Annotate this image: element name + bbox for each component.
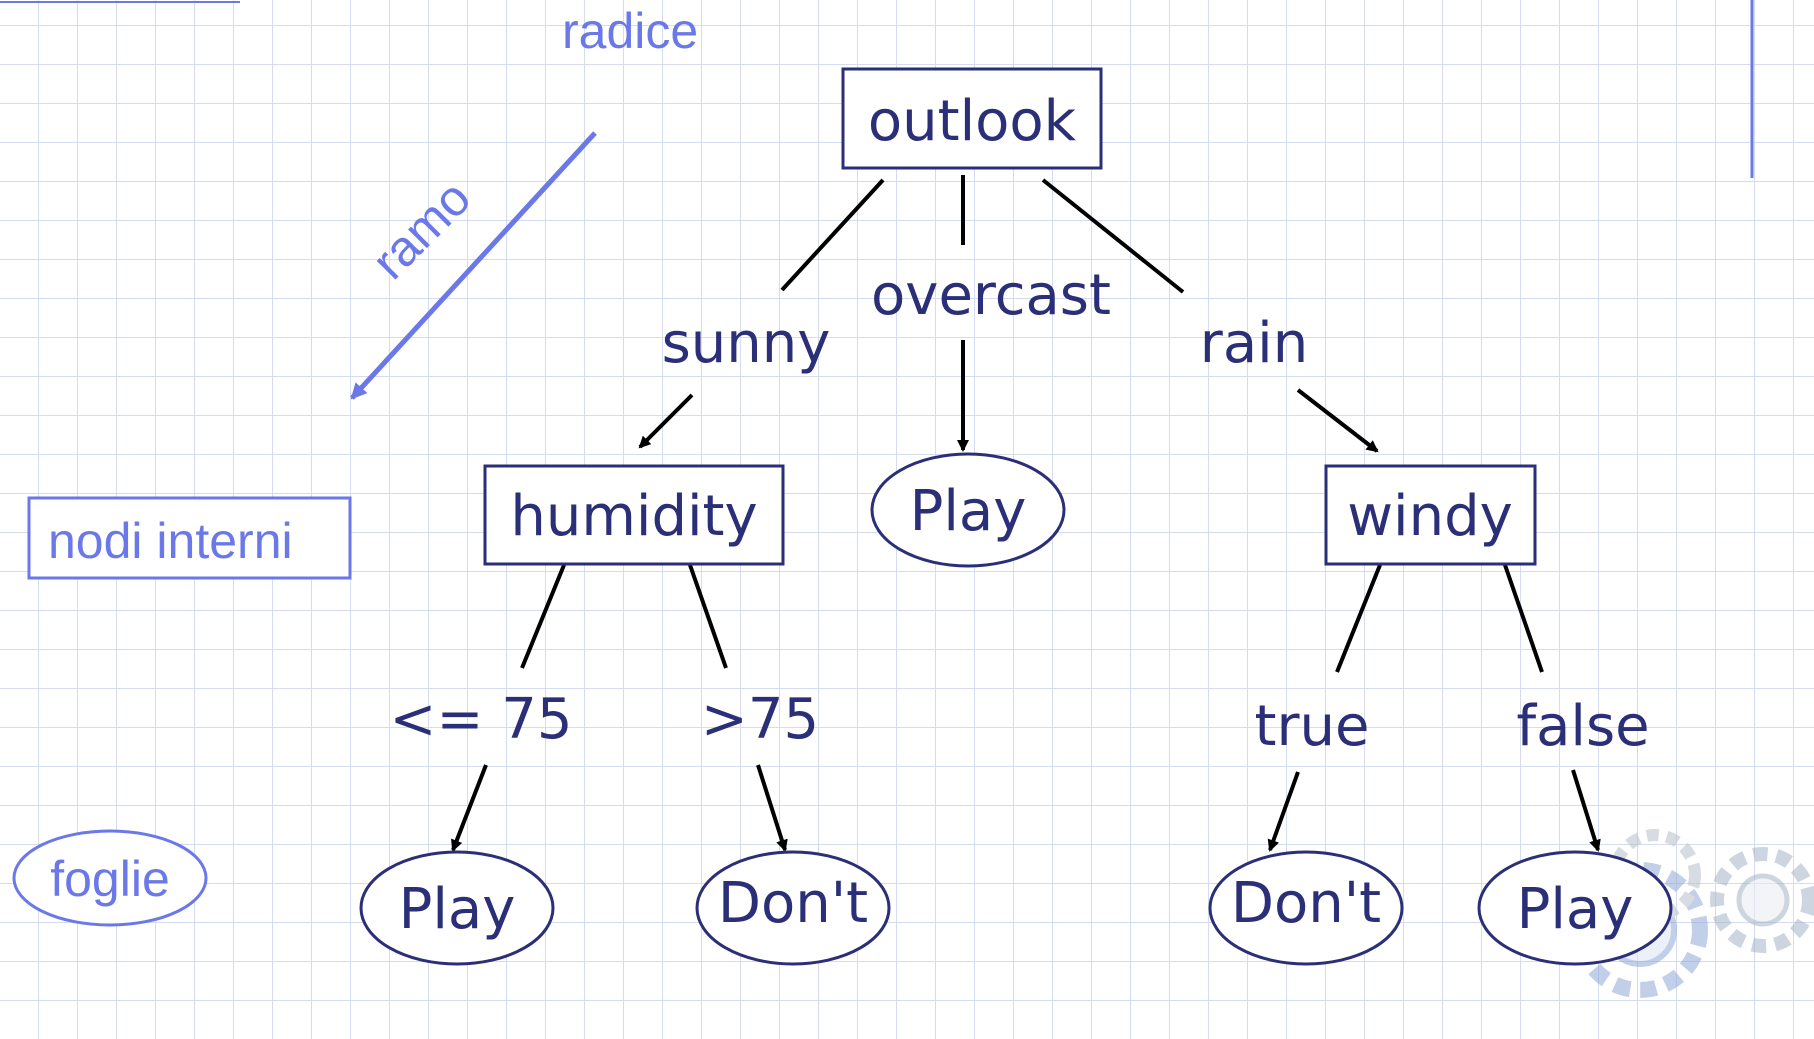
edge-label-rain: rain <box>1200 311 1308 376</box>
edge-label-humidity-high: >75 <box>701 687 819 752</box>
leaf-windy-true-label: Don't <box>1231 871 1381 936</box>
node-outlook-box <box>841 67 1103 170</box>
edge-false-play-arrow <box>1571 769 1601 852</box>
node-windy-label: windy <box>1347 484 1513 549</box>
edge-windy-true-line <box>1335 564 1382 673</box>
node-humidity-box <box>483 464 785 566</box>
edge-label-overcast: overcast <box>871 263 1111 328</box>
edge-low-play-arrow <box>451 764 488 852</box>
edge-label-windy-true: true <box>1255 694 1370 759</box>
branch-annotation-arrow <box>350 131 597 400</box>
edge-rain-windy-arrow <box>1296 388 1379 453</box>
edge-windy-false-line <box>1503 564 1544 673</box>
leaf-humidity-low-ellipse <box>359 850 555 966</box>
edge-label-humidity-low: <= 75 <box>390 687 573 752</box>
leaf-overcast-label: Play <box>910 479 1027 544</box>
edge-outlook-sunny-line <box>780 178 885 292</box>
node-outlook-label: outlook <box>868 89 1077 154</box>
node-humidity-label: humidity <box>510 484 757 549</box>
edge-outlook-rain-line <box>1041 178 1185 294</box>
leaves-annotation: foglie <box>50 851 170 907</box>
branch-annotation: ramo <box>361 170 481 290</box>
edge-humidity-high-line <box>688 564 728 669</box>
internal-nodes-annotation: nodi interni <box>48 513 293 569</box>
root-annotation: radice <box>562 3 698 59</box>
leaf-windy-false-ellipse <box>1477 850 1673 966</box>
edge-sunny-humidity-arrow <box>638 393 694 449</box>
edge-label-sunny: sunny <box>662 311 831 376</box>
edge-true-dont-arrow <box>1267 771 1300 852</box>
leaf-humidity-high-label: Don't <box>718 871 868 936</box>
leaf-humidity-low-label: Play <box>399 877 516 942</box>
internal-nodes-legend-box <box>27 496 352 580</box>
edge-label-windy-false: false <box>1516 694 1649 759</box>
leaves-legend-ellipse <box>12 829 208 927</box>
leaf-overcast-ellipse <box>870 452 1066 568</box>
leaf-windy-false-label: Play <box>1517 877 1634 942</box>
node-windy-box <box>1324 464 1537 566</box>
edge-humidity-low-line <box>520 564 566 669</box>
leaf-humidity-high-ellipse <box>695 850 891 966</box>
leaf-windy-true-ellipse <box>1208 850 1404 966</box>
edge-high-dont-arrow <box>756 764 788 852</box>
